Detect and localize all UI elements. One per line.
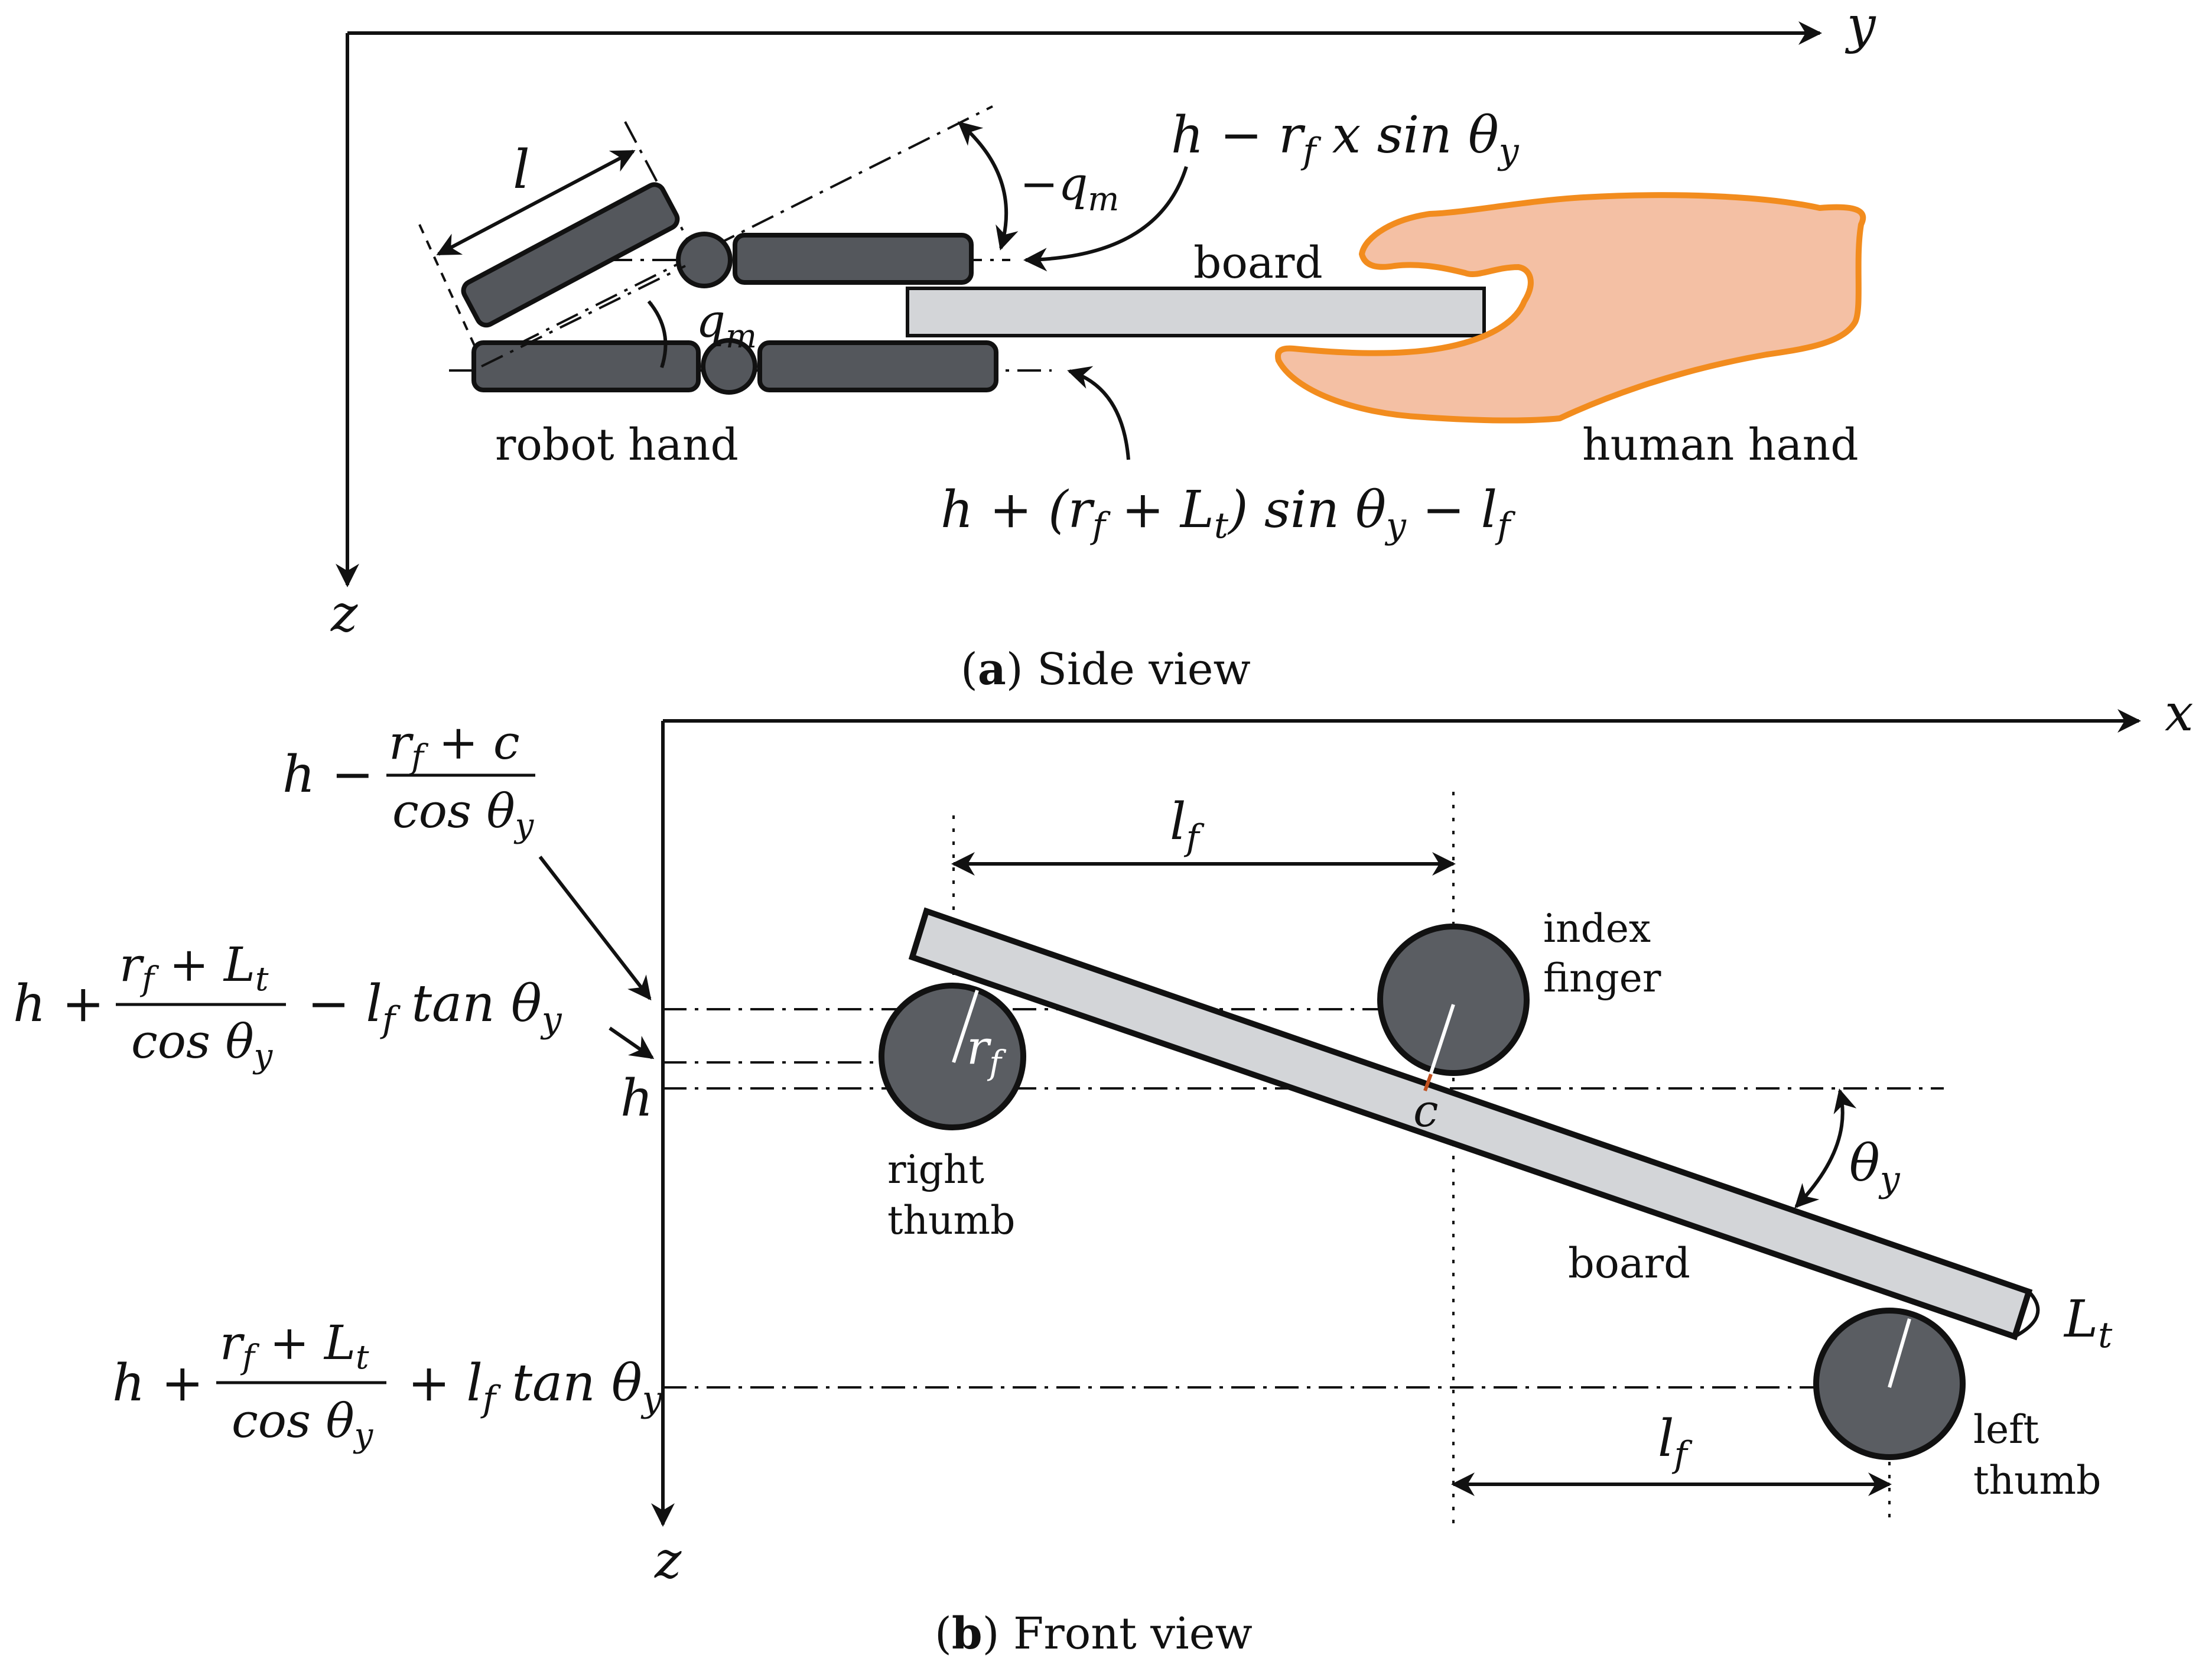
front-Lt-label: Lt xyxy=(2063,1290,2113,1356)
svg-text:cos θy: cos θy xyxy=(131,1014,274,1075)
front-eq3: h + rf + Lt cos θy + lf tan θy xyxy=(112,1315,663,1455)
side-robot-hand-label: robot hand xyxy=(495,420,739,470)
index-finger-label-1: index xyxy=(1543,906,1651,951)
front-h-label: h xyxy=(620,1069,653,1128)
front-z-axis-label: z xyxy=(654,1531,682,1590)
svg-text:h −: h − xyxy=(282,745,374,804)
svg-text:rf + Lt: rf + Lt xyxy=(119,937,269,999)
side-view-caption: (a) Side view xyxy=(961,644,1251,695)
side-inner-dash-line xyxy=(481,265,686,368)
front-lf-top-label: lf xyxy=(1170,792,1205,859)
svg-text:cos θy: cos θy xyxy=(392,784,535,845)
side-qm-label: qm xyxy=(696,295,757,356)
side-eq-bottom: h + (rf + Lt) sin θy − lf xyxy=(941,480,1516,547)
right-thumb-label-2: thumb xyxy=(887,1198,1015,1243)
front-Lt-bracket xyxy=(2013,1290,2040,1338)
side-neg-qm-arc xyxy=(957,121,1019,251)
front-x-axis-label: x xyxy=(2165,684,2194,743)
robot-lower-joint xyxy=(701,338,757,395)
robot-upper-finger-tip xyxy=(733,233,974,285)
side-l-dimension-arrow xyxy=(436,149,636,256)
side-z-axis-label: z xyxy=(330,584,358,643)
left-thumb-label-1: left xyxy=(1973,1407,2039,1452)
side-bottom-eq-arrow xyxy=(1067,366,1130,460)
left-thumb-label-2: thumb xyxy=(1973,1458,2101,1503)
robot-lower-finger-base xyxy=(471,340,701,392)
svg-text:+ lf tan θy: + lf tan θy xyxy=(408,1354,663,1420)
front-theta-arc xyxy=(1794,1088,1857,1208)
svg-text:h +: h + xyxy=(112,1354,204,1413)
front-eq1-arrow xyxy=(538,856,652,1001)
robot-lower-finger-tip xyxy=(757,340,998,392)
side-y-axis-label: y xyxy=(1845,0,1876,55)
side-top-eq-arrow xyxy=(1023,166,1188,272)
front-theta-label: θy xyxy=(1849,1134,1901,1200)
side-l-ext-left xyxy=(418,224,480,355)
side-qm-arc xyxy=(647,300,668,368)
side-open-finger-line xyxy=(478,105,993,365)
side-neg-qm-label: −qm xyxy=(1020,158,1119,219)
svg-text:rf + Lt: rf + Lt xyxy=(220,1315,369,1377)
svg-text:rf + c: rf + c xyxy=(389,715,520,776)
robot-upper-finger-base xyxy=(461,182,680,328)
front-lf-bottom-label: lf xyxy=(1658,1409,1693,1475)
front-eq2: h + rf + Lt cos θy − lf tan θy xyxy=(13,937,562,1075)
right-thumb-label-1: right xyxy=(887,1147,984,1192)
right-thumb xyxy=(879,983,1026,1130)
contact-offset-mark xyxy=(1423,1073,1433,1092)
front-eq2-arrow xyxy=(609,1026,655,1059)
side-board xyxy=(906,287,1486,337)
svg-text:h +: h + xyxy=(13,974,105,1033)
left-thumb-radius xyxy=(1888,1318,1911,1388)
robot-hand xyxy=(461,182,998,395)
index-finger-radius xyxy=(1429,1004,1455,1074)
side-view-panel: y z l qm −qm board human ha xyxy=(330,0,1876,695)
front-c-label: c xyxy=(1413,1084,1439,1137)
robot-upper-joint xyxy=(676,232,733,288)
side-human-hand-label: human hand xyxy=(1582,420,1859,470)
side-l-label: l xyxy=(513,139,530,201)
svg-text:− lf tan θy: − lf tan θy xyxy=(307,974,562,1041)
front-board-label: board xyxy=(1568,1239,1690,1288)
right-thumb-radius xyxy=(952,990,979,1063)
human-hand-shape xyxy=(1275,192,1866,424)
front-eq1: h − rf + c cos θy xyxy=(282,715,535,845)
svg-text:cos θy: cos θy xyxy=(232,1393,374,1455)
index-finger-label-2: finger xyxy=(1543,955,1661,1001)
index-finger xyxy=(1377,924,1530,1076)
front-view-panel: x z lf lf θy Lt rf c h xyxy=(13,684,2194,1659)
side-eq-top: h − rf x sin θy xyxy=(1171,106,1520,172)
side-board-label: board xyxy=(1193,238,1323,288)
front-view-caption: (b) Front view xyxy=(935,1608,1253,1659)
